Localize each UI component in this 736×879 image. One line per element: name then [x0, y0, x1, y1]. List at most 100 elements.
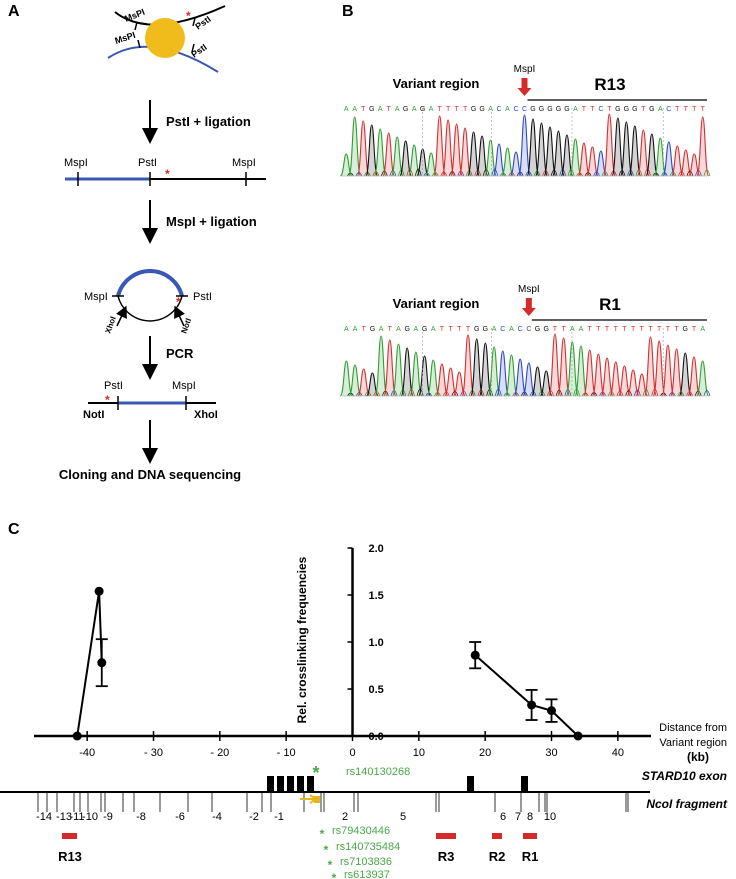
trace-noise [633, 389, 641, 397]
snp-label: rs7103836 [340, 856, 392, 868]
trace-peak [492, 143, 506, 177]
base-call: A [395, 106, 400, 113]
trace-peak [435, 363, 449, 397]
base-call: G [479, 106, 484, 113]
base-call: T [674, 326, 679, 333]
trace-noise [686, 170, 694, 177]
base-call: G [369, 106, 374, 113]
base-call: T [622, 326, 627, 333]
trace-peak [574, 345, 588, 397]
trace-noise [567, 168, 575, 177]
base-call: T [466, 326, 471, 333]
trace-peak [696, 116, 710, 177]
trace-peak [645, 133, 659, 177]
base-call: G [543, 326, 548, 333]
trace-peak [356, 120, 370, 177]
x-tick-label: 0 [349, 747, 355, 759]
fragment-label: -1 [274, 811, 284, 823]
base-call: T [387, 106, 392, 113]
trace-noise [625, 390, 633, 397]
fragment-label: -11 [69, 811, 84, 823]
cut-arrow-icon [521, 298, 536, 316]
region-label: R1 [599, 295, 621, 314]
panel-b-label: B [342, 3, 354, 20]
base-call: G [683, 326, 688, 333]
trace-noise [451, 391, 459, 397]
base-call: A [429, 106, 434, 113]
region-bar [492, 833, 502, 839]
trace-peak [365, 124, 379, 177]
y-tick-label: 1.0 [369, 637, 384, 649]
base-call: G [483, 326, 488, 333]
base-call: T [684, 106, 689, 113]
region-label: R1 [522, 849, 539, 864]
base-call: C [522, 106, 527, 113]
fragment-label: -9 [103, 811, 113, 823]
base-call: T [596, 326, 601, 333]
base-call: G [420, 106, 425, 113]
base-call: A [344, 326, 349, 333]
base-call: C [518, 326, 523, 333]
base-call: A [700, 326, 705, 333]
trace-noise [416, 388, 424, 397]
base-call: A [344, 106, 349, 113]
snp-star-icon: * [332, 871, 337, 879]
trace-noise [703, 169, 711, 177]
circle-xhoi: XhoI [103, 315, 117, 334]
base-call: G [530, 106, 535, 113]
base-call: G [471, 106, 476, 113]
product-psti: PstI [104, 380, 123, 392]
trace-peak [591, 353, 605, 397]
region-label: R13 [58, 849, 82, 864]
trace-peak [662, 141, 676, 177]
base-call: A [412, 106, 417, 113]
trace-peak [509, 151, 523, 177]
base-call: A [353, 326, 358, 333]
base-call: T [614, 326, 619, 333]
base-call: T [561, 326, 566, 333]
data-point [94, 586, 104, 596]
product-mspi: MspI [172, 380, 196, 392]
trace-peak [383, 339, 397, 397]
base-call: T [388, 326, 393, 333]
base-call: G [564, 106, 569, 113]
base-call: A [396, 326, 401, 333]
exon-block [267, 776, 274, 791]
snp-star-icon: * [324, 843, 329, 857]
trace-noise [538, 390, 546, 397]
snp-top-label: rs140130268 [346, 766, 410, 778]
base-call: T [454, 106, 459, 113]
trace-peak [400, 347, 414, 397]
base-call: T [641, 106, 646, 113]
variant-region-label: Variant region [393, 296, 480, 311]
snp-label: rs79430446 [332, 825, 390, 837]
fragment-label: 5 [400, 811, 406, 823]
x-tick-label: 20 [479, 747, 491, 759]
trace-peak [461, 334, 475, 397]
base-call: A [570, 326, 575, 333]
trace-peak [433, 115, 447, 177]
trace-peak [475, 135, 489, 177]
base-call: T [692, 326, 697, 333]
region-label: R3 [438, 849, 455, 864]
trace-peak [416, 148, 430, 177]
fragment-label: -2 [249, 811, 259, 823]
trace-peak [374, 335, 388, 397]
x-tick-label: - 20 [210, 747, 229, 759]
base-call: T [648, 326, 653, 333]
trace-peak [687, 356, 701, 397]
base-call: T [448, 326, 453, 333]
fragment-label: 6 [500, 811, 506, 823]
base-call: T [437, 106, 442, 113]
base-call: T [657, 326, 662, 333]
region-bar [523, 833, 537, 839]
trace-noise [482, 169, 490, 177]
trace-peak [484, 139, 498, 177]
fragment-label: -6 [175, 811, 185, 823]
trace-noise [414, 168, 422, 177]
base-call: G [649, 106, 654, 113]
trace-peak [382, 132, 396, 177]
trace-peak [543, 126, 557, 177]
